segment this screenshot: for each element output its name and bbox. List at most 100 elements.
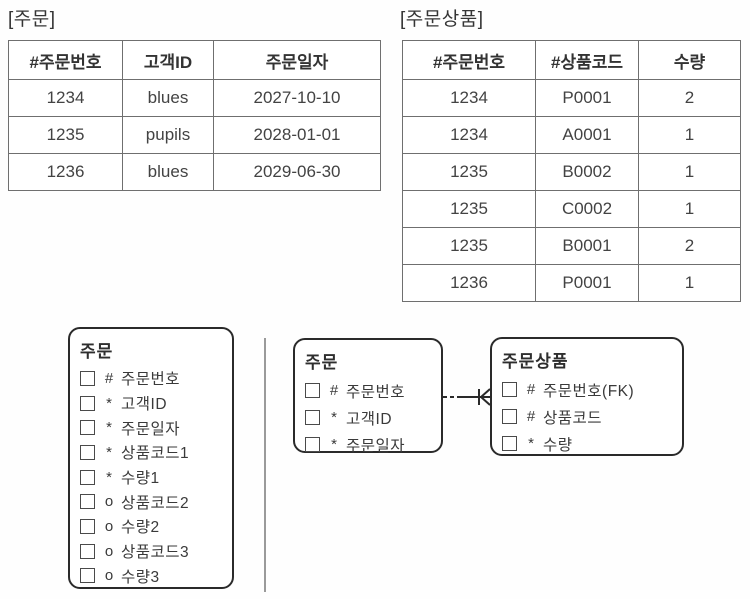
- cell-quantity: 1: [638, 153, 741, 191]
- order-table: #주문번호 고객ID 주문일자 1234 blues 2027-10-10 12…: [8, 40, 381, 191]
- relationship-connector-one-to-many: [443, 388, 490, 406]
- attribute-marker: *: [106, 419, 112, 437]
- attribute-marker: *: [106, 394, 112, 412]
- attribute-marker: #: [526, 381, 536, 398]
- checkbox-icon: [502, 436, 517, 451]
- attribute-name: 상품코드1: [121, 445, 190, 463]
- cell-customer-id: pupils: [122, 116, 214, 154]
- attribute-name: 주문번호(FK): [543, 382, 635, 400]
- attribute-row: # 상품코드: [502, 403, 672, 430]
- cell-product-code: C0002: [535, 190, 639, 228]
- order-item-table: #주문번호 #상품코드 수량 1234 P0001 2 1234 A0001 1…: [402, 40, 741, 302]
- attribute-name: 고객ID: [346, 410, 393, 428]
- order-table-label: [주문]: [8, 9, 56, 30]
- checkbox-icon: [305, 383, 320, 398]
- attribute-marker: #: [329, 382, 339, 399]
- attribute-marker: #: [526, 408, 536, 425]
- attribute-row: * 고객ID: [305, 404, 431, 431]
- table-row: 1235 B0002 1: [402, 153, 741, 191]
- cell-order-no: 1236: [8, 153, 123, 191]
- order-item-header-product-code: #상품코드: [535, 40, 639, 80]
- cell-product-code: P0001: [535, 264, 639, 302]
- attribute-name: 상품코드2: [121, 494, 190, 512]
- attribute-name: 고객ID: [121, 396, 168, 414]
- attribute-marker: #: [104, 369, 114, 387]
- table-row: 1236 blues 2029-06-30: [8, 153, 381, 191]
- checkbox-icon: [502, 382, 517, 397]
- table-row: 1235 C0002 1: [402, 190, 741, 228]
- attribute-row: * 고객ID: [80, 391, 222, 416]
- attribute-row: * 상품코드1: [80, 440, 222, 465]
- cell-quantity: 1: [638, 190, 741, 228]
- checkbox-icon: [80, 494, 95, 510]
- cell-order-no: 1236: [402, 264, 536, 302]
- order-table-header-order-no: #주문번호: [8, 40, 123, 80]
- attribute-name: 상품코드3: [121, 544, 190, 562]
- crows-foot-icon: [480, 388, 490, 406]
- table-row: 1234 P0001 2: [402, 79, 741, 117]
- attribute-name: 주문번호: [121, 371, 181, 389]
- cell-quantity: 2: [638, 79, 741, 117]
- checkbox-icon: [80, 395, 95, 411]
- cell-quantity: 2: [638, 227, 741, 265]
- entity-title: 주문상품: [502, 352, 569, 371]
- cell-order-no: 1234: [402, 79, 536, 117]
- cell-customer-id: blues: [122, 153, 214, 191]
- attribute-row: * 주문일자: [80, 415, 222, 440]
- attribute-row: # 주문번호: [80, 366, 222, 391]
- checkbox-icon: [80, 370, 95, 386]
- attribute-row: o 수량2: [80, 514, 222, 539]
- entity-title: 주문: [305, 353, 339, 372]
- table-row: 1234 blues 2027-10-10: [8, 79, 381, 117]
- attribute-row: * 수량1: [80, 465, 222, 490]
- attribute-marker: *: [528, 435, 534, 452]
- table-row: 1235 B0001 2: [402, 227, 741, 265]
- cell-order-date: 2029-06-30: [213, 153, 381, 191]
- attribute-marker: *: [106, 443, 112, 461]
- order-table-header-row: #주문번호 고객ID 주문일자: [8, 40, 381, 80]
- cell-order-no: 1235: [402, 153, 536, 191]
- checkbox-icon: [305, 410, 320, 425]
- attribute-marker: *: [331, 436, 337, 453]
- cell-order-no: 1235: [402, 227, 536, 265]
- attribute-row: * 주문일자: [305, 431, 431, 458]
- attribute-name: 주문일자: [121, 420, 181, 438]
- attribute-row: * 수량: [502, 430, 672, 457]
- table-row: 1236 P0001 1: [402, 264, 741, 302]
- cell-product-code: B0001: [535, 227, 639, 265]
- cell-order-no: 1235: [8, 116, 123, 154]
- attribute-marker: o: [104, 567, 114, 585]
- attribute-marker: o: [104, 517, 114, 535]
- entity-order: 주문 # 주문번호 * 고객ID * 주문일자: [293, 338, 443, 455]
- attribute-marker: o: [104, 493, 114, 511]
- attribute-marker: o: [104, 542, 114, 560]
- attribute-row: # 주문번호: [305, 377, 431, 404]
- order-item-header-quantity: 수량: [638, 40, 741, 80]
- attribute-row: o 수량3: [80, 564, 222, 589]
- order-item-table-header-row: #주문번호 #상품코드 수량: [402, 40, 741, 80]
- checkbox-icon: [502, 409, 517, 424]
- checkbox-icon: [80, 568, 95, 584]
- cell-product-code: B0002: [535, 153, 639, 191]
- attribute-name: 주문번호: [346, 383, 406, 401]
- table-row: 1235 pupils 2028-01-01: [8, 116, 381, 154]
- attribute-row: # 주문번호(FK): [502, 376, 672, 403]
- attribute-name: 수량3: [121, 568, 160, 586]
- cell-product-code: A0001: [535, 116, 639, 154]
- entity-order-item: 주문상품 # 주문번호(FK) # 상품코드 * 수량: [490, 337, 684, 456]
- cell-quantity: 1: [638, 116, 741, 154]
- order-item-header-order-no: #주문번호: [402, 40, 536, 80]
- cell-order-no: 1234: [402, 116, 536, 154]
- checkbox-icon: [305, 437, 320, 452]
- checkbox-icon: [80, 469, 95, 485]
- checkbox-icon: [80, 518, 95, 534]
- attribute-name: 수량1: [121, 470, 160, 488]
- attribute-row: o 상품코드3: [80, 539, 222, 564]
- cell-quantity: 1: [638, 264, 741, 302]
- attribute-marker: *: [331, 409, 337, 426]
- divider-line: [264, 338, 266, 592]
- order-item-table-label: [주문상품]: [400, 9, 484, 30]
- checkbox-icon: [80, 444, 95, 460]
- table-row: 1234 A0001 1: [402, 116, 741, 154]
